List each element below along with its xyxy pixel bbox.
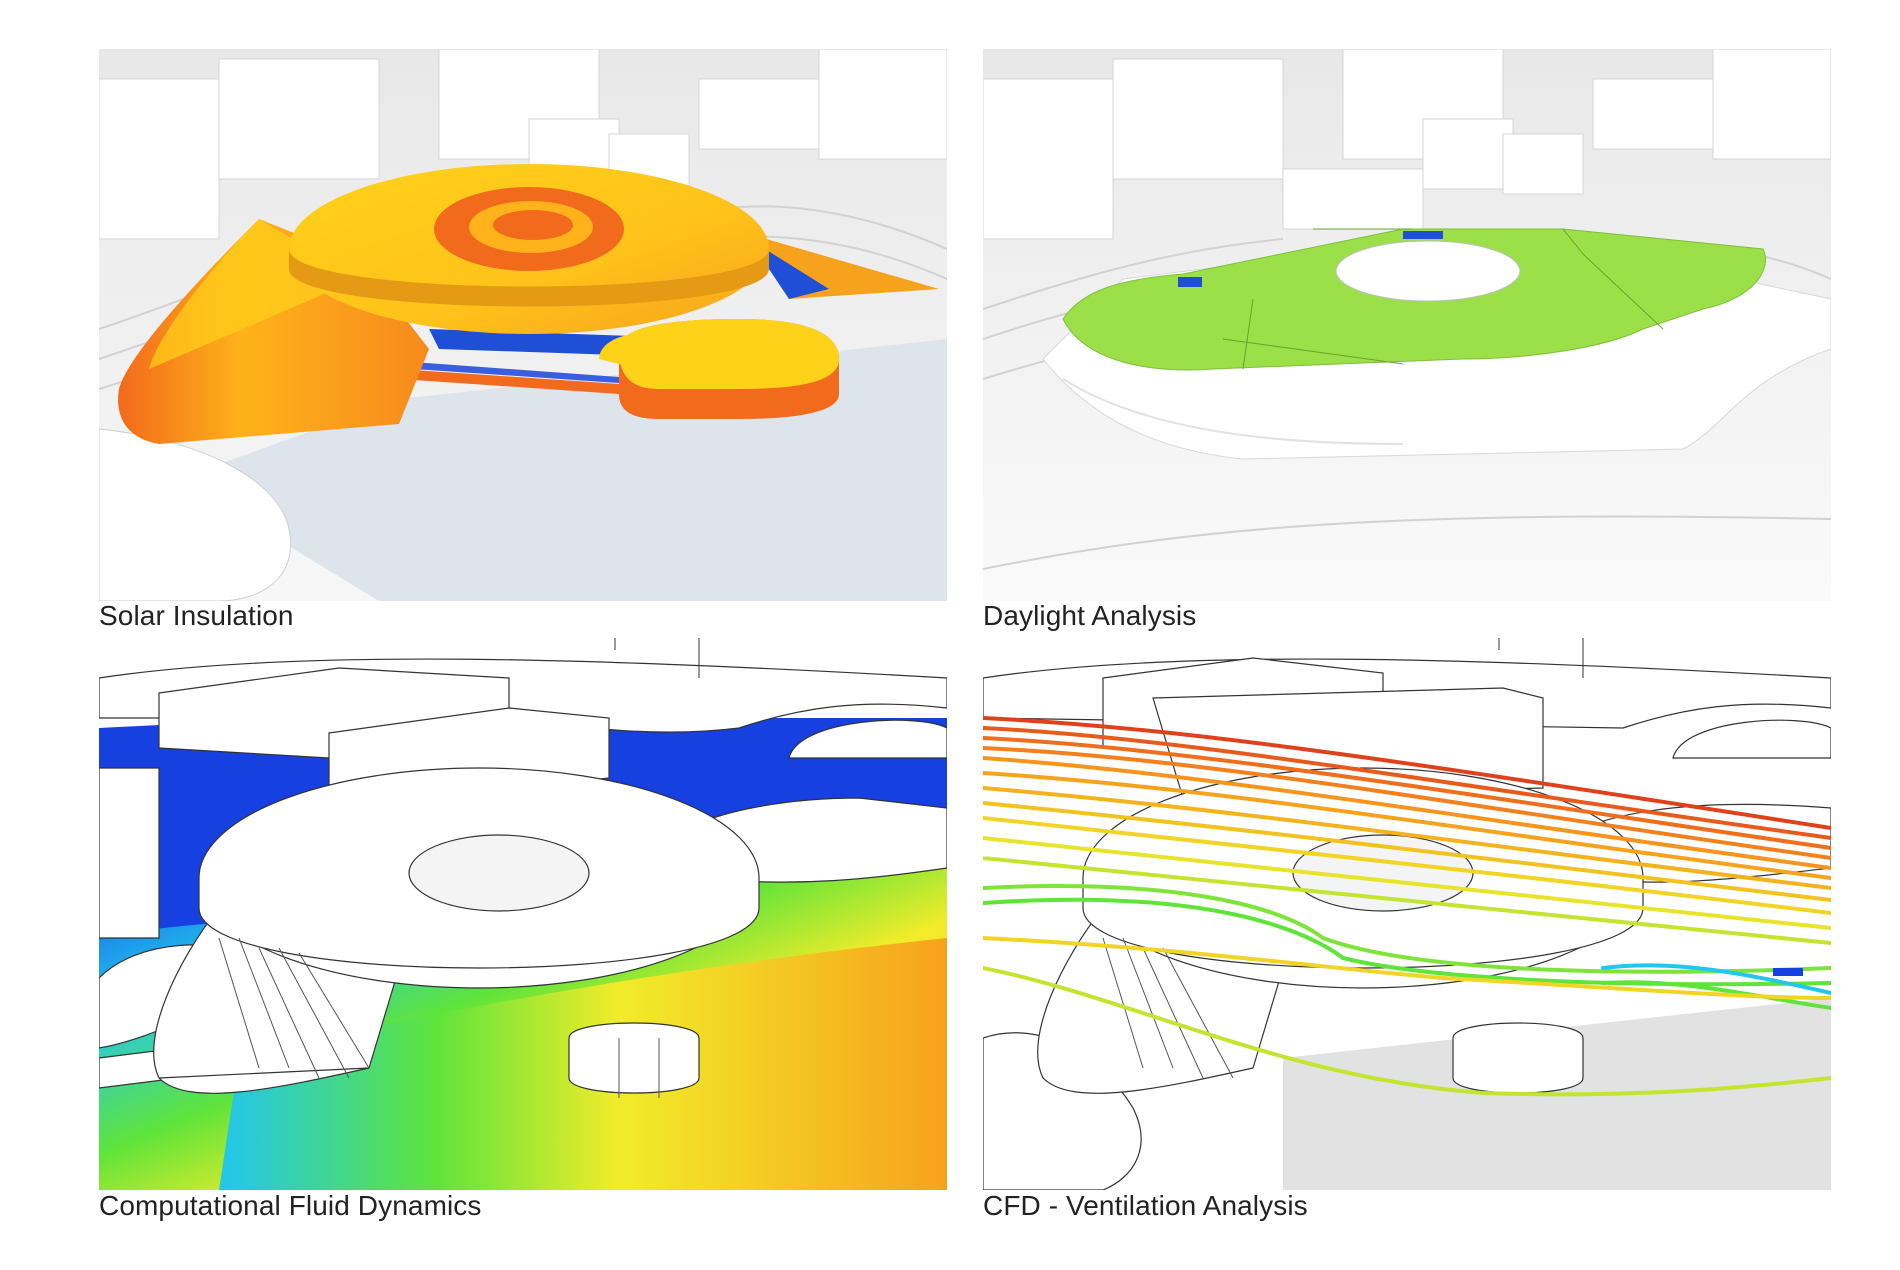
solar-insulation-render (99, 49, 947, 601)
caption-computational-fluid-dynamics: Computational Fluid Dynamics (99, 1190, 482, 1221)
ventilation-analysis-render (983, 638, 1831, 1190)
cfd-render (99, 638, 947, 1190)
ventilation-analysis-image (983, 638, 1831, 1190)
solar-insulation-image (99, 49, 947, 601)
cfd-image (99, 638, 947, 1190)
caption-daylight-analysis: Daylight Analysis (983, 600, 1197, 631)
caption-solar-insulation: Solar Insulation (99, 600, 294, 631)
daylight-analysis-image (983, 49, 1831, 601)
caption-ventilation-analysis: CFD - Ventilation Analysis (983, 1190, 1308, 1221)
daylight-analysis-render (983, 49, 1831, 601)
